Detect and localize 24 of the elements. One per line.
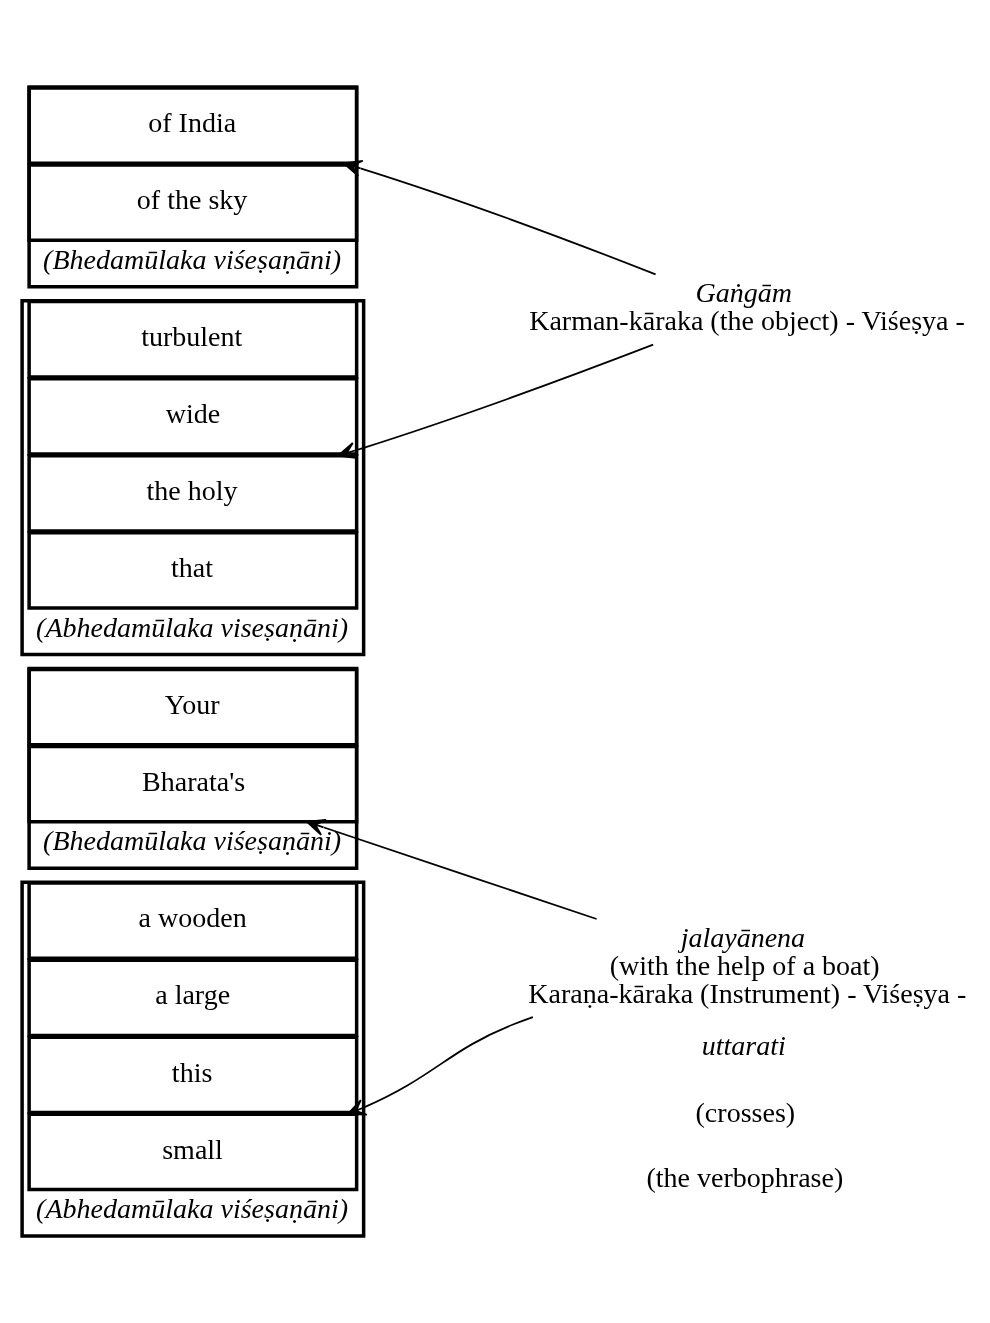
arrow xyxy=(346,1016,534,1116)
label: (crosses) xyxy=(695,1096,796,1128)
node-box: small xyxy=(27,1112,359,1192)
label: uttarati xyxy=(701,1030,786,1062)
node-label: (Bhedamūlaka viśeṣaṇāni) xyxy=(43,243,342,275)
node-text: jalayānena (with the help of a boat) Karaṇa-kāraka (Instrument) - Viśeṣya - xyxy=(528,921,967,1009)
node-box: that xyxy=(27,531,359,610)
arrow xyxy=(306,819,598,920)
node-label: (Abhedamūlaka viśeṣaṇāni) xyxy=(36,1193,349,1225)
node-box: a large xyxy=(27,958,359,1038)
node-label: (Abhedamūlaka viseṣaṇāni) xyxy=(36,611,349,643)
node-box: turbulent xyxy=(27,299,359,379)
arrow xyxy=(342,159,657,276)
node-box: of India xyxy=(27,86,359,165)
node-box: a wooden xyxy=(27,881,359,961)
node-box: Bharata's xyxy=(27,744,359,824)
node-box: the holy xyxy=(27,453,359,533)
node-box: this xyxy=(27,1035,359,1115)
node-box: Your xyxy=(27,667,359,747)
node-label: (Bhedamūlaka viśeṣaṇāni) xyxy=(43,825,342,857)
node-box: wide xyxy=(27,376,359,456)
node-box: of the sky xyxy=(27,163,359,242)
node-text: Gaṅgām Karman-kāraka (the object) - Viśeṣya - xyxy=(529,277,965,337)
label: (the verbophrase) xyxy=(646,1161,844,1193)
